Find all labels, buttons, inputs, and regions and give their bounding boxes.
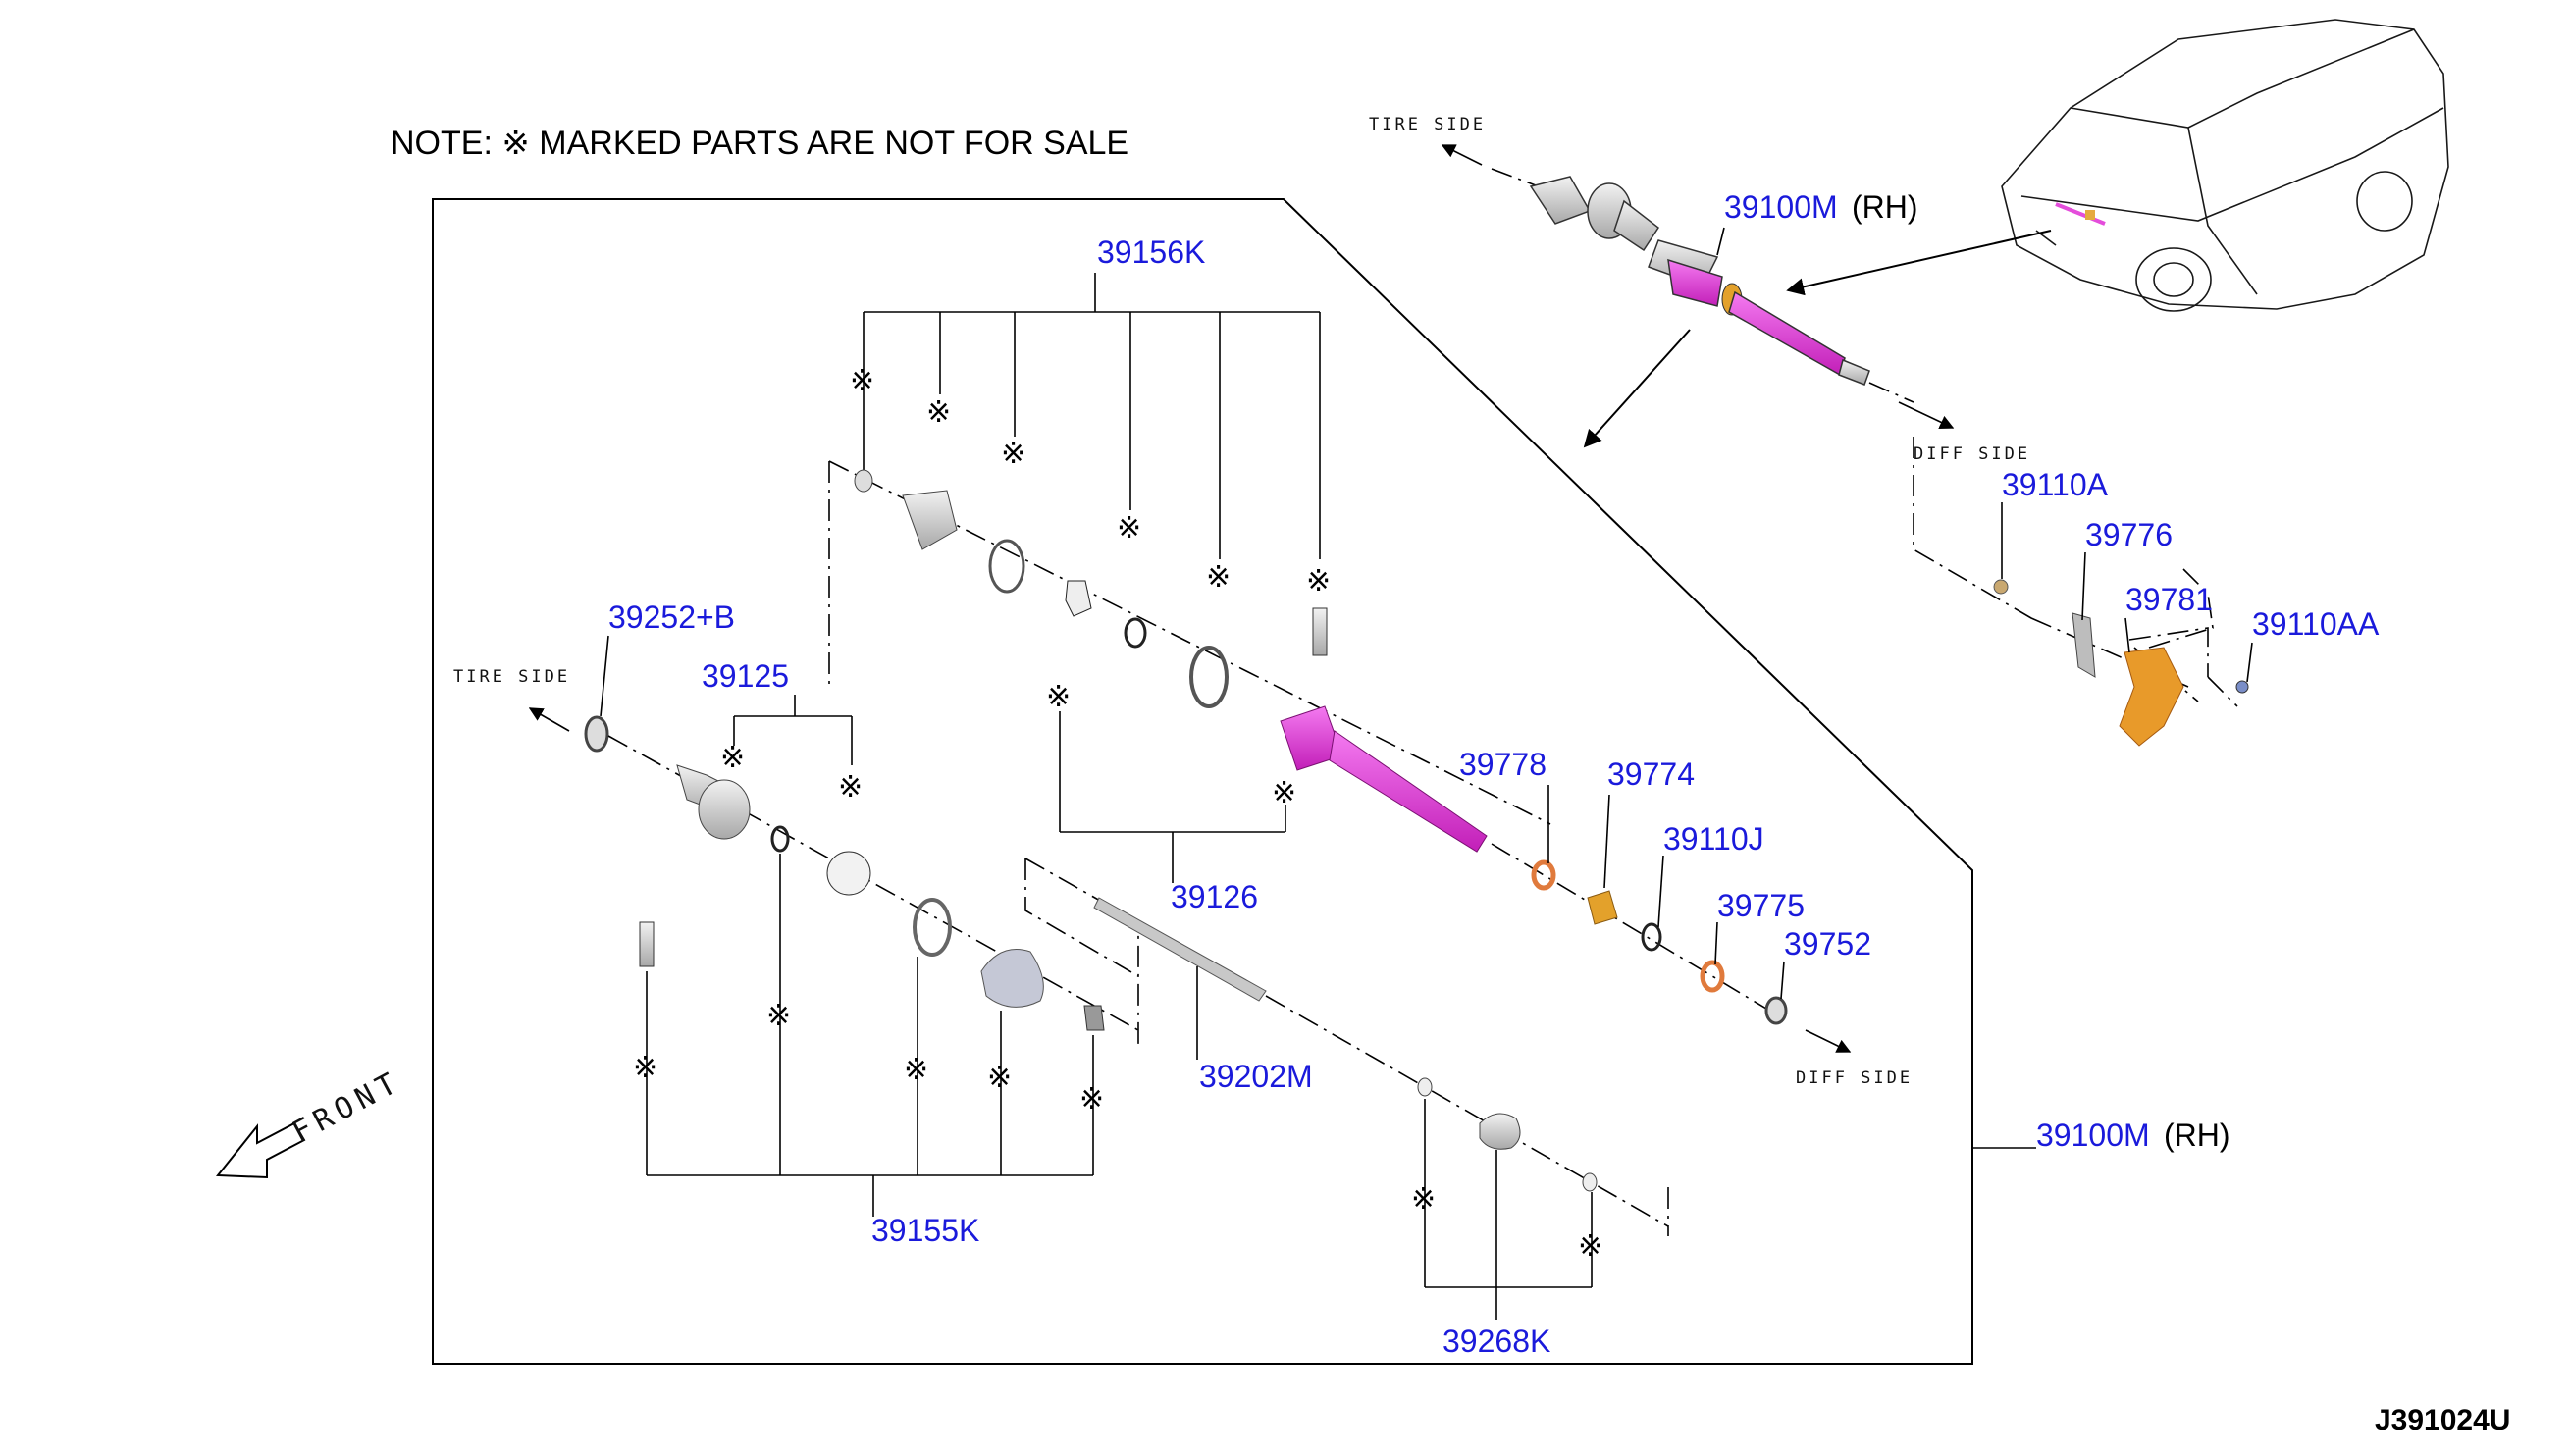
- callout-39752[interactable]: 39752: [1784, 926, 1871, 962]
- not-for-sale-mark-11: ※: [633, 1052, 657, 1084]
- callout-tree-39268K: [1424, 1099, 1593, 1320]
- shaft-to-exploded-arrow: [1583, 329, 1691, 448]
- tire-side-arrow-top: [1441, 144, 1483, 166]
- callout-39125[interactable]: 39125: [702, 658, 789, 694]
- outer-snap-ring: [770, 825, 790, 853]
- assembled-driveshaft: [1491, 168, 1914, 403]
- snap-ring-upper: [1124, 617, 1147, 649]
- callout-39781[interactable]: 39781: [2125, 582, 2213, 617]
- callout-tree-39155K: [646, 854, 1094, 1217]
- not-for-sale-mark-1: ※: [850, 365, 874, 397]
- bolt-39110AA-shape: [2235, 680, 2249, 694]
- callout-39110J[interactable]: 39110J: [1663, 821, 1764, 857]
- callout-39252B[interactable]: 39252+B: [608, 599, 735, 635]
- not-for-sale-mark-15: ※: [1079, 1083, 1104, 1116]
- housing-shaft-39126: [1280, 705, 1488, 853]
- outer-boot: [980, 949, 1044, 1008]
- callout-tree-39156K: [863, 273, 1321, 559]
- not-for-sale-mark-14: ※: [987, 1062, 1012, 1094]
- not-for-sale-mark-10: ※: [838, 771, 863, 804]
- not-for-sale-mark-7: ※: [1046, 681, 1071, 713]
- callout-tree-39126: [1059, 711, 1286, 883]
- callout-39202M[interactable]: 39202M: [1199, 1059, 1313, 1094]
- not-for-sale-mark-13: ※: [904, 1054, 928, 1086]
- not-for-sale-mark-9: ※: [720, 742, 745, 774]
- tripod-joint: [1065, 580, 1092, 617]
- outer-cage: [826, 851, 871, 896]
- not-for-sale-mark-5: ※: [1206, 561, 1231, 594]
- bolt-39110A-shape: [1993, 579, 2009, 595]
- callout-39156K[interactable]: 39156K: [1097, 234, 1205, 270]
- outer-small-band: [1083, 1005, 1105, 1031]
- callout-39268K[interactable]: 39268K: [1442, 1324, 1550, 1359]
- not-for-sale-mark-6: ※: [1306, 565, 1331, 598]
- washer-39252B-shape: [584, 715, 609, 753]
- outer-cv-housing: [698, 779, 751, 840]
- knuckle-39781-shape: [2119, 647, 2184, 747]
- front-direction-arrow: [215, 1121, 306, 1179]
- inner-small-clamp-1: [1417, 1077, 1433, 1097]
- vehicle-illustration: [2001, 19, 2449, 312]
- knuckle-dash-lines: [1913, 437, 2214, 688]
- not-for-sale-mark-4: ※: [1117, 512, 1141, 545]
- not-for-sale-mark-16: ※: [1411, 1183, 1436, 1216]
- note-text: NOTE: ※ MARKED PARTS ARE NOT FOR SALE: [391, 125, 1128, 162]
- tire-side-arrow-exploded: [528, 707, 570, 732]
- boot-band-upper: [988, 539, 1025, 594]
- bushing-39774-shape: [1587, 890, 1618, 925]
- center-bar-39202M-shape: [1093, 897, 1267, 1002]
- exploded-view-frame: [432, 198, 1973, 1365]
- seal-39778-shape: [1531, 859, 1556, 891]
- tripod-boot: [902, 490, 958, 550]
- callout-39110AA[interactable]: 39110AA: [2252, 606, 2380, 642]
- grease-tube: [1312, 607, 1328, 656]
- diagram-id: J391024U: [2375, 1404, 2510, 1436]
- callout-39774[interactable]: 39774: [1607, 756, 1695, 792]
- diff-side-label-exploded: DIFF SIDE: [1796, 1068, 1913, 1088]
- diff-side-arrow-exploded: [1805, 1029, 1852, 1053]
- callout-39110A[interactable]: 39110A: [2002, 467, 2109, 502]
- tire-side-label-exploded: TIRE SIDE: [453, 667, 570, 687]
- lower-center-line: [607, 735, 1139, 1031]
- shield-39776-shape: [2072, 612, 2096, 678]
- washer-39752-shape: [1764, 996, 1788, 1025]
- not-for-sale-mark-3: ※: [1001, 438, 1025, 470]
- not-for-sale-mark-2: ※: [926, 396, 951, 429]
- callout-tree-39125: [733, 695, 853, 765]
- front-label: FRONT: [287, 1065, 407, 1150]
- small-ring-upper: [854, 469, 873, 493]
- diff-side-label-top: DIFF SIDE: [1914, 444, 2030, 464]
- callout-39776[interactable]: 39776: [2085, 517, 2173, 552]
- outer-boot-band: [913, 898, 952, 957]
- not-for-sale-mark-8: ※: [1272, 777, 1296, 809]
- callout-39775[interactable]: 39775: [1717, 888, 1805, 923]
- callout-39100M-top[interactable]: 39100M: [1724, 189, 1838, 225]
- inner-small-boot: [1479, 1113, 1521, 1150]
- callout-39155K[interactable]: 39155K: [871, 1213, 979, 1248]
- snap-ring-39110J: [1641, 922, 1662, 952]
- grease-tube-lower: [639, 921, 655, 967]
- rh-suffix-right: (RH): [2164, 1118, 2230, 1153]
- diff-side-arrow-top: [1898, 401, 1955, 429]
- not-for-sale-mark-17: ※: [1578, 1230, 1602, 1263]
- boot-band-large: [1189, 646, 1229, 708]
- callout-39100M-right[interactable]: 39100M: [2036, 1118, 2150, 1153]
- not-for-sale-mark-12: ※: [766, 1000, 791, 1032]
- rh-suffix-top: (RH): [1852, 189, 1918, 225]
- inner-small-clamp-2: [1582, 1172, 1598, 1192]
- tire-side-label-top: TIRE SIDE: [1369, 115, 1486, 134]
- callout-39126[interactable]: 39126: [1171, 879, 1258, 914]
- vehicle-to-shaft-arrow: [1786, 230, 2052, 296]
- seal-39775-shape: [1700, 960, 1725, 993]
- callout-39778[interactable]: 39778: [1459, 747, 1547, 782]
